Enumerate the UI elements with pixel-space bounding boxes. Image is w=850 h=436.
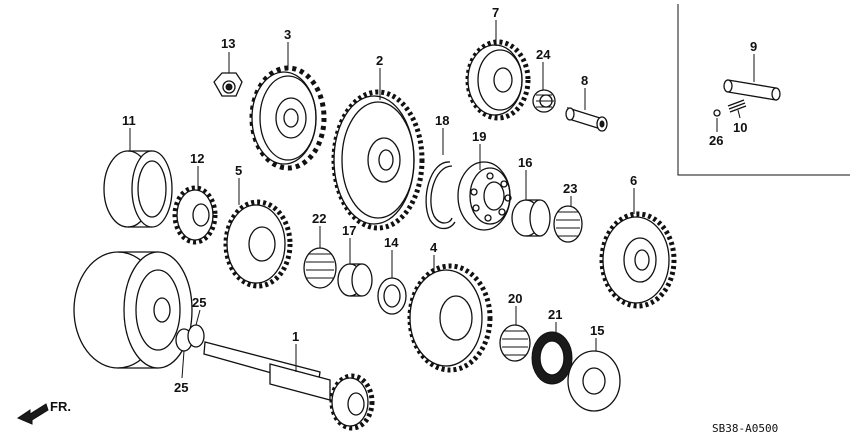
callout-2: 2 <box>376 53 383 68</box>
callout-5: 5 <box>235 163 242 178</box>
callout-14: 14 <box>384 235 399 250</box>
callout-13: 13 <box>221 36 235 51</box>
callout-7: 7 <box>492 5 499 20</box>
front-direction-arrow: FR. <box>16 399 71 425</box>
part-1-mainshaft <box>203 341 375 431</box>
part-7-gear <box>465 39 531 121</box>
clutch-drum <box>73 251 193 369</box>
callout-18: 18 <box>435 113 449 128</box>
part-8-shaft <box>565 107 608 132</box>
callout-23: 23 <box>563 181 577 196</box>
callout-11: 11 <box>122 113 136 128</box>
part-22-needle-bearing <box>303 247 337 289</box>
callout-6: 6 <box>630 173 637 188</box>
part-24-needle-bearing <box>532 89 556 113</box>
part-26-ball <box>713 109 721 117</box>
part-9-pin <box>723 79 781 101</box>
callout-8: 8 <box>581 73 588 88</box>
callout-19: 19 <box>472 129 486 144</box>
leader-lines <box>129 20 755 379</box>
callout-9: 9 <box>750 39 757 54</box>
part-14-washer <box>377 277 407 315</box>
callout-labels: 13 3 2 7 24 8 9 10 26 11 12 5 18 19 16 2… <box>122 5 757 395</box>
part-6-gear <box>599 211 677 309</box>
front-direction-label: FR. <box>50 399 71 414</box>
part-13-nut <box>213 72 243 97</box>
part-19-ball-bearing <box>457 161 512 231</box>
part-21-seal <box>531 331 573 385</box>
part-20-needle-bearing <box>499 324 531 362</box>
callout-1: 1 <box>292 329 299 344</box>
part-11-drum <box>103 150 173 228</box>
part-15-washer <box>567 350 621 412</box>
part-2-large-gear <box>331 89 425 231</box>
callout-25-upper: 25 <box>192 295 206 310</box>
part-3-sprocket <box>249 65 327 171</box>
callout-20: 20 <box>508 291 522 306</box>
part-23-needle-bearing <box>553 205 583 243</box>
callout-10: 10 <box>733 120 747 135</box>
inset-box <box>677 4 850 176</box>
callout-17: 17 <box>342 223 356 238</box>
callout-3: 3 <box>284 27 291 42</box>
callout-15: 15 <box>590 323 604 338</box>
callout-25-lower: 25 <box>174 380 188 395</box>
callout-22: 22 <box>312 211 326 226</box>
diagram-code: SB38-A0500 <box>712 422 778 435</box>
part-18-snap-ring <box>425 161 456 230</box>
callout-16: 16 <box>518 155 532 170</box>
part-12-small-gear <box>172 185 218 245</box>
callout-26: 26 <box>709 133 723 148</box>
callout-21: 21 <box>548 307 562 322</box>
part-16-collar <box>511 199 551 237</box>
part-17-spacer <box>337 263 373 297</box>
part-10-spring <box>727 99 747 113</box>
callout-12: 12 <box>190 151 204 166</box>
part-4-double-gear <box>407 263 493 373</box>
callout-24: 24 <box>536 47 551 62</box>
callout-4: 4 <box>430 240 438 255</box>
part-5-gear <box>223 199 293 289</box>
